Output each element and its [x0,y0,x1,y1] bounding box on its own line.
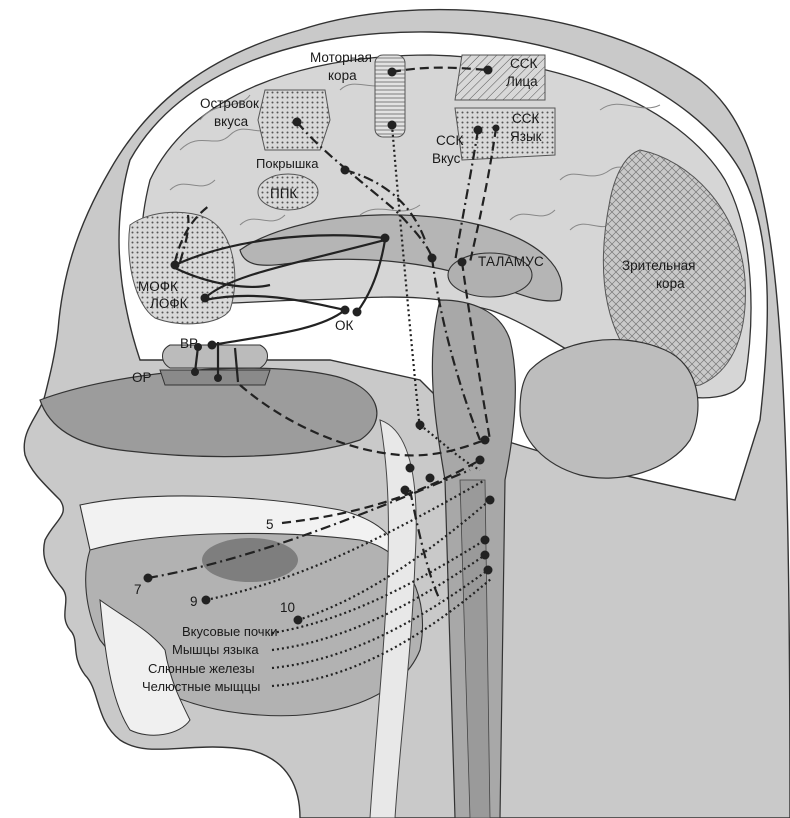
pathway-endpoints [143,65,500,625]
label-jaw-muscles: Челюстные мыщцы [142,679,260,694]
label-ssk-tongue-1: ССК [512,111,539,126]
cerebellum [519,339,699,479]
label-thalamus: ТАЛАМУС [478,254,544,269]
label-motor-cortex-1: Моторная [310,50,372,65]
label-taste-buds: Вкусовые почки [182,624,278,639]
ssk-tongue-region [454,107,556,161]
label-or: ОР [132,370,152,385]
label-nerve-10: 10 [280,600,295,615]
label-ssk-tongue-2: Язык [510,129,542,144]
label-insula-1: Островок [200,96,259,111]
label-mofk: МОФК [138,279,178,294]
ppk-region [257,173,319,211]
label-operculum: Покрышка [256,156,319,171]
label-ssk-face-1: ССК [510,56,537,71]
label-ssk-face-2: Лица [506,74,538,89]
jaw-bone [99,598,191,736]
label-visual-cortex-1: Зрительная [622,258,695,273]
labels: Моторная кора ССК Лица ССК Язык ССК Вкус… [132,50,695,694]
label-ok: ОК [335,318,354,333]
thalamus-region [447,252,533,298]
label-vr: ВР [180,336,198,351]
label-ssk-taste-1: ССК [436,133,463,148]
label-ppk: ППК [270,186,297,201]
pathways [147,66,498,688]
label-salivary-glands: Слюнные железы [148,661,255,676]
olfactory-bulb-area [162,344,268,369]
label-nerve-9: 9 [190,594,198,609]
label-lofk: ЛОФК [150,296,188,311]
label-visual-cortex-2: кора [656,276,685,291]
label-nerve-5: 5 [266,517,274,532]
ssk-face-region [454,54,546,101]
label-nerve-7: 7 [134,582,142,597]
label-motor-cortex-2: кора [328,68,357,83]
label-insula-2: вкуса [214,114,249,129]
motor-cortex-region [374,54,406,138]
label-ssk-taste-2: Вкус [432,151,461,166]
label-tongue-muscles: Мышцы языка [172,642,259,657]
spinal-cord [459,479,491,818]
tongue-dark-patch [202,538,298,582]
